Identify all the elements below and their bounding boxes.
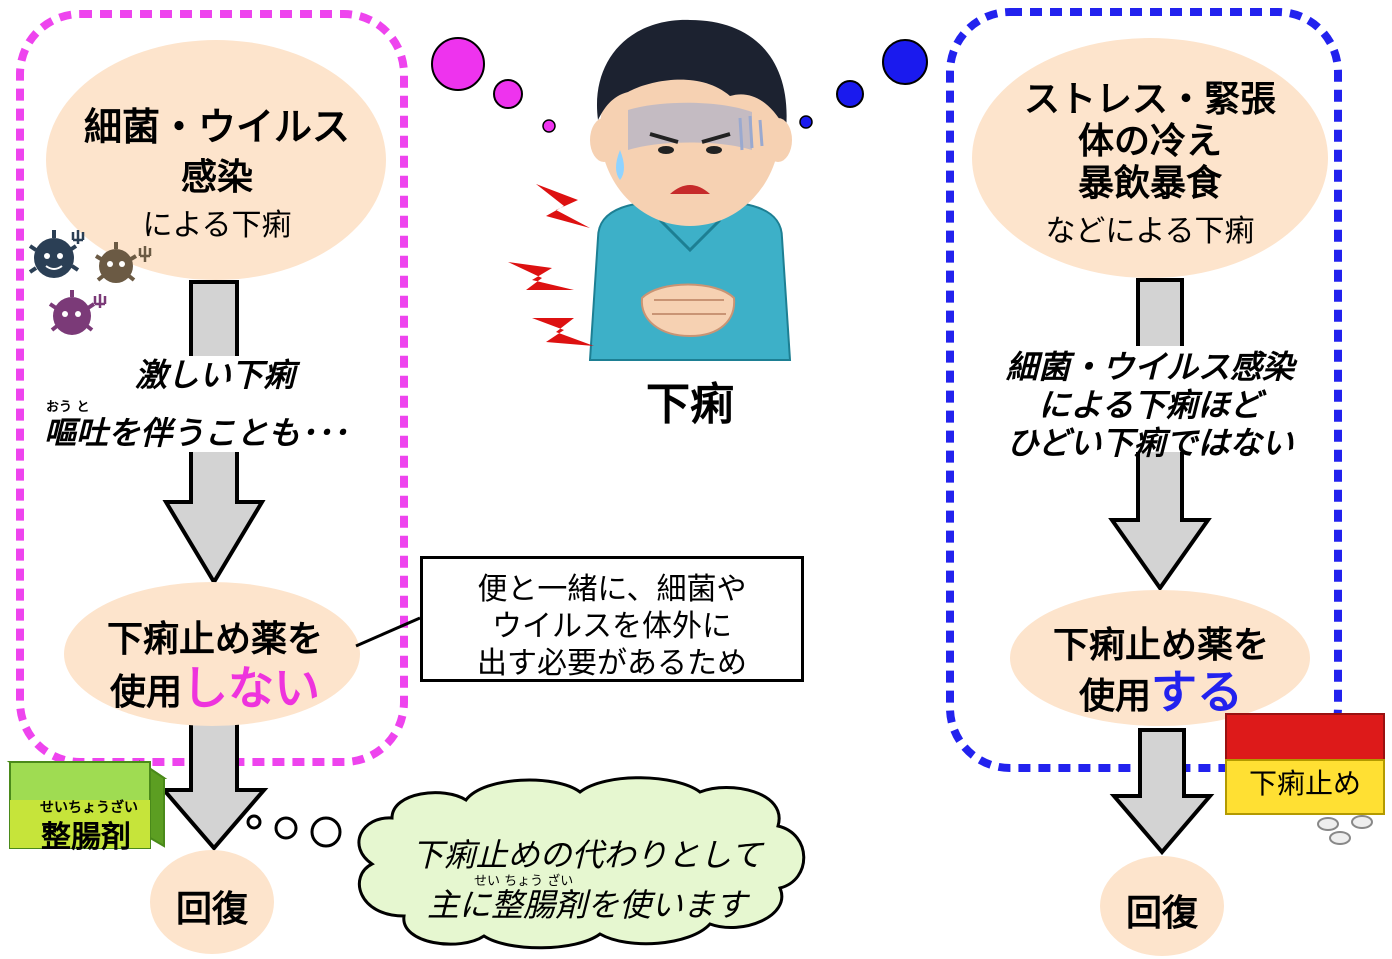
left-symptom-ruby: おう と [46, 400, 90, 415]
note-line1: 便と一緒に、細菌や [477, 572, 747, 607]
cloud-dot [274, 816, 298, 840]
left-treatment-line1: 下痢止め薬を [106, 619, 323, 660]
right-treatment-prefix: 使用 [1078, 676, 1151, 717]
pain-bolt-icon [508, 262, 574, 290]
medicine-box-icon [6, 760, 168, 849]
left-outcome-bubble [150, 850, 274, 954]
germ-icon [48, 290, 107, 335]
right-symptom-line2: による下痢ほど [1038, 386, 1262, 424]
note-line2: ウイルスを体外に [492, 609, 732, 644]
pill-icon [1317, 815, 1373, 845]
thought-dot [431, 37, 485, 91]
right-cause-line1: ストレス・緊張 [1023, 79, 1276, 120]
right-symptom-line3: ひどい下痢ではない [1006, 424, 1294, 462]
right-treatment-line1: 下痢止め薬を [1052, 625, 1269, 666]
thought-dot [836, 80, 864, 108]
right-outcome: 回復 [1125, 893, 1198, 934]
left-treatment-prefix: 使用 [109, 672, 182, 713]
left-cause-bubble [46, 40, 386, 280]
pain-bolt-icon [532, 318, 594, 346]
medicine-label-right: 下痢止め [1248, 767, 1361, 800]
left-cause-title2: 感染 [180, 157, 253, 198]
left-cause-title: 細菌・ウイルス [83, 105, 350, 149]
cloud-line2: 主に整腸剤を使います [426, 886, 747, 924]
left-symptom-line2: 嘔吐を伴うことも･･･ [44, 414, 349, 452]
thought-dot [542, 119, 556, 133]
cloud-dot [246, 814, 262, 830]
medicine-ruby: せいちょうざい [40, 800, 138, 816]
left-treatment-emph: しない [182, 661, 320, 715]
germ-icon [28, 230, 85, 278]
cloud-dot [310, 816, 342, 848]
thought-dot [493, 79, 523, 109]
left-group-frame [16, 10, 408, 766]
note-line3: 出す必要があるため [477, 646, 747, 681]
advice-cloud [357, 776, 806, 950]
cloud-ruby: せい ちょう ざい [474, 874, 574, 889]
left-treatment-bubble [64, 582, 360, 726]
person-stomachache-icon [588, 19, 792, 361]
right-symptom-line1: 細菌・ウイルス感染 [1005, 348, 1294, 386]
right-cause-line3: 暴飲暴食 [1077, 163, 1222, 204]
left-treatment-line2: 使用しない [70, 652, 360, 718]
pain-bolt-icon [536, 184, 590, 228]
left-outcome: 回復 [175, 889, 248, 930]
thought-dot [882, 39, 928, 85]
center-title: 下痢 [646, 379, 734, 430]
left-cause-suffix: による下痢 [142, 208, 292, 243]
right-treatment-line2: 使用する [1016, 656, 1306, 722]
right-outcome-bubble [1100, 856, 1224, 956]
medicine-box-icon [1225, 713, 1385, 815]
germ-icon [94, 242, 152, 283]
medicine-label-left: 整腸剤 [41, 820, 131, 855]
left-arrow-down-2 [159, 720, 269, 852]
right-treatment-bubble [1010, 590, 1310, 726]
left-symptom-line1: 激しい下痢 [134, 356, 295, 394]
note-connector [355, 616, 421, 648]
right-cause-suffix: などによる下痢 [1045, 214, 1255, 249]
thought-dot [799, 115, 813, 129]
right-treatment-emph: する [1151, 665, 1243, 719]
right-arrow-down-2 [1109, 728, 1215, 856]
reason-note-box [420, 556, 804, 682]
cloud-line1: 下痢止めの代わりとして [411, 836, 763, 874]
right-cause-line2: 体の冷え [1077, 121, 1222, 162]
right-cause-bubble [972, 38, 1328, 278]
